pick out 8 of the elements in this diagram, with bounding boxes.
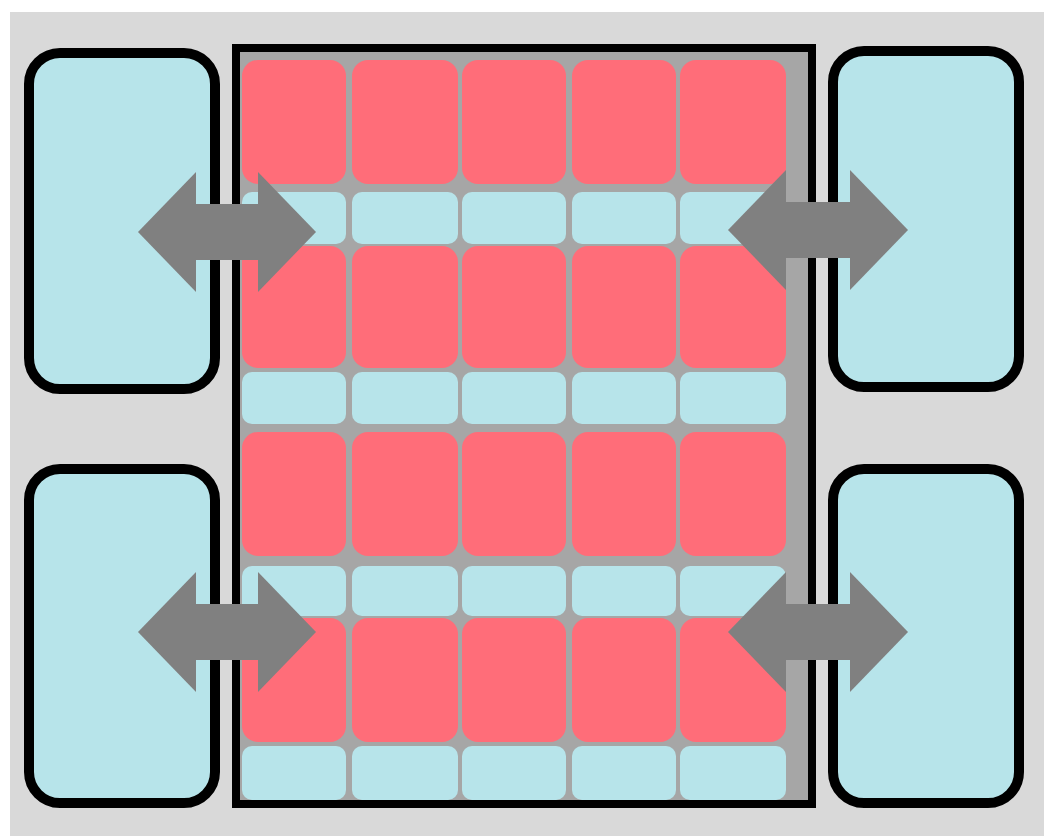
side-panel	[24, 48, 220, 394]
side-panel	[24, 464, 220, 808]
double-arrow	[138, 572, 316, 692]
double-arrow	[728, 572, 908, 692]
double-arrow	[138, 172, 316, 292]
side-panel	[828, 46, 1024, 392]
double-arrow	[728, 170, 908, 290]
side-panel	[828, 464, 1024, 808]
